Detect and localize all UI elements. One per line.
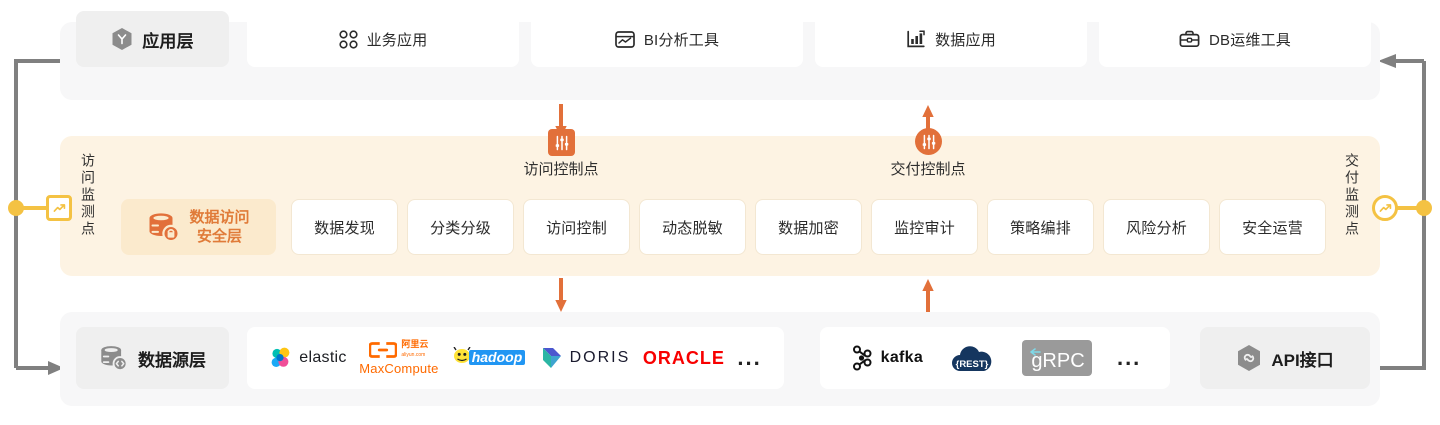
capability-label: 策略编排 [1010,219,1071,237]
aliyun-bracket-icon [369,342,398,358]
delivery-control-point-label: 交付控制点 [890,161,966,178]
database-code-icon [99,344,129,372]
capability-chip-3[interactable]: 动态脱敏 [639,199,746,255]
capability-label: 安全运营 [1242,219,1303,237]
logo-hadoop: hadoop [451,347,527,369]
left-feedback-connector [14,59,64,375]
capability-label: 分类分级 [430,219,491,237]
bar-chart-icon [906,29,926,49]
access-monitor-badge[interactable] [46,195,72,221]
kafka-icon [852,345,872,371]
logo-label: kafka [880,349,924,366]
capability-chip-0[interactable]: 数据发现 [291,199,398,255]
security-to-datasource-down-arrow [555,278,567,312]
app-item-db-ops[interactable]: DB运维工具 [1099,11,1371,67]
datasource-left-ellipsis: ... [737,345,762,370]
capability-chip-7[interactable]: 风险分析 [1103,199,1210,255]
api-interface-chip[interactable]: API接口 [1200,327,1370,389]
delivery-monitor-badge[interactable] [1372,195,1398,221]
datasource-layer-head-label: 数据源层 [138,350,206,370]
app-item-label: 数据应用 [935,31,996,49]
logo-rest: {REST} [948,341,996,375]
logo-grpc: gRPC [1021,340,1092,376]
logo-label: MaxCompute [359,361,439,376]
capability-chip-8[interactable]: 安全运营 [1219,199,1326,255]
capability-chip-2[interactable]: 访问控制 [523,199,630,255]
grid-dots-icon [338,29,358,49]
hexagon-y-icon [111,27,133,51]
svg-text:hadoop: hadoop [472,349,523,365]
application-layer-head: 应用层 [76,11,229,67]
capability-chip-6[interactable]: 策略编排 [987,199,1094,255]
trend-chart-icon [53,203,65,212]
rest-cloud-icon: {REST} [952,346,992,371]
chart-window-icon [614,30,635,49]
logo-label: ORACLE [642,347,725,368]
data-access-security-layer-label: 数据访问安全层 [189,209,250,245]
capability-label: 风险分析 [1126,219,1187,237]
capability-chip-1[interactable]: 分类分级 [407,199,514,255]
app-item-business[interactable]: 业务应用 [247,11,519,67]
app-item-data-app[interactable]: 数据应用 [815,11,1087,67]
delivery-monitor-dot [1416,200,1432,216]
delivery-monitor-line [1390,206,1420,210]
elastic-icon [271,347,290,367]
api-interface-label: API接口 [1271,350,1334,370]
svg-text:{REST}: {REST} [956,359,989,370]
sliders-icon [555,135,568,150]
access-control-point-label: 访问控制点 [523,161,599,178]
capability-label: 动态脱敏 [662,219,723,237]
sliders-icon [922,134,935,149]
capability-label: 访问控制 [546,219,607,237]
logo-label: DORIS [569,349,631,366]
doris-icon [542,348,561,368]
app-item-label: 业务应用 [366,31,428,49]
svg-text:gRPC: gRPC [1031,350,1084,372]
api-link-icon [1236,344,1262,372]
right-feedback-connector [1378,54,1426,370]
grpc-icon: gRPC [1021,340,1092,376]
datasource-right-group: kafka {REST} gRPC ... [820,327,1170,389]
capability-label: 数据发现 [314,219,375,237]
datasource-right-ellipsis: ... [1116,345,1142,370]
app-item-label: DB运维工具 [1208,31,1292,49]
app-item-label: BI分析工具 [643,31,720,49]
delivery-monitor-label: 交付监测点 [1344,153,1360,238]
app-item-bi[interactable]: BI分析工具 [531,11,803,67]
capability-label: 监控审计 [894,219,955,237]
hadoop-icon: hadoop [453,347,526,365]
toolbox-icon [1179,30,1200,49]
capability-chip-4[interactable]: 数据加密 [755,199,862,255]
data-access-security-layer-chip: 数据访问安全层 [121,199,276,255]
database-lock-icon [147,211,181,243]
delivery-control-badge [915,128,942,155]
access-monitor-dot [8,200,24,216]
capability-chip-5[interactable]: 监控审计 [871,199,978,255]
access-monitor-line [22,206,50,210]
logo-label: elastic [299,349,347,366]
capability-label: 数据加密 [778,219,839,237]
logo-elastic: elastic [269,346,346,370]
access-monitor-label: 访问监测点 [80,153,96,238]
logo-oracle: ORACLE [643,348,725,369]
access-control-badge [548,129,575,156]
logo-doris: DORIS [540,346,631,370]
datasource-to-security-up-arrow [922,279,934,314]
logo-kafka: kafka [849,345,923,371]
datasource-layer-head: 数据源层 [76,327,229,389]
application-layer-head-label: 应用层 [142,31,194,51]
trend-chart-icon [1379,203,1391,212]
